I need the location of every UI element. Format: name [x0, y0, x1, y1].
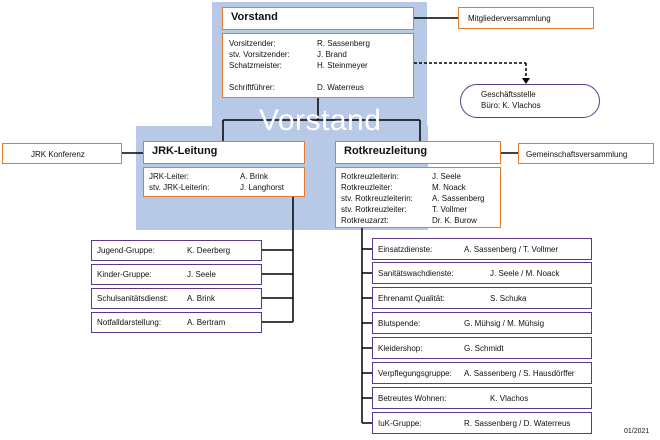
- jrk-konferenz-box: JRK Konferenz: [2, 143, 122, 164]
- rk-group-box: Ehrenamt Qualität: S. Schuka: [372, 287, 592, 309]
- rk-group-value: A. Sassenberg / T. Vollmer: [464, 245, 559, 254]
- rotkreuzleitung-title: Rotkreuzleitung: [344, 145, 428, 157]
- jrk-group-label: Schulsanitätsdienst:: [97, 294, 169, 303]
- rk-group-label: Kleidershop:: [378, 344, 423, 353]
- rk-group-box: Blutspende: G. Mühsig / M. Mühsig: [372, 312, 592, 334]
- rotkreuzleitung-members-box: Rotkreuzleiterin: J. Seele Rotkreuzleite…: [335, 167, 501, 228]
- jrk-group-value: J. Seele: [187, 270, 216, 279]
- jrk-role: stv. JRK-Leiterin:: [149, 183, 210, 192]
- vorstand-name: H. Steinmeyer: [317, 61, 368, 70]
- jrk-group-value: A. Brink: [187, 294, 216, 303]
- rk-group-label: Verpflegungsgruppe:: [378, 369, 452, 378]
- rk-name: J. Seele: [432, 172, 461, 181]
- vorstand-title-box: Vorstand: [222, 7, 414, 30]
- jrk-group-box: Jugend-Gruppe: K. Deerberg: [91, 240, 262, 261]
- jrk-group-box: Notfalldarstellung: A. Bertram: [91, 312, 262, 333]
- rk-role: Rotkreuzleiterin:: [341, 172, 399, 181]
- vorstand-name: J. Brand: [317, 50, 347, 59]
- geschaeftsstelle-line2: Büro: K. Vlachos: [481, 101, 541, 110]
- vorstand-name: D. Waterreus: [317, 83, 364, 92]
- mitgliederversammlung-label: Mitgliederversammlung: [468, 14, 551, 23]
- vorstand-title: Vorstand: [231, 11, 278, 23]
- rk-group-value: S. Schuka: [490, 294, 527, 303]
- rk-name: T. Vollmer: [432, 205, 468, 214]
- vorstand-watermark: Vorstand: [259, 104, 382, 137]
- rk-group-value: G. Mühsig / M. Mühsig: [464, 319, 545, 328]
- rk-group-box: Kleidershop: G. Schmidt: [372, 337, 592, 359]
- rk-name: Dr. K. Burow: [432, 216, 477, 225]
- rk-group-value: K. Vlachos: [490, 394, 529, 403]
- rk-group-label: IuK-Gruppe:: [378, 419, 422, 428]
- rk-role: stv. Rotkreuzleiter:: [341, 205, 407, 214]
- rotkreuzleitung-title-box: Rotkreuzleitung: [335, 141, 501, 164]
- vorstand-role: stv. Vorsitzender:: [229, 50, 290, 59]
- jrk-group-label: Notfalldarstellung:: [97, 318, 162, 327]
- rk-group-box: IuK-Gruppe: R. Sassenberg / D. Waterreus: [372, 412, 592, 434]
- geschaeftsstelle-box: Geschäftsstelle Büro: K. Vlachos: [460, 84, 600, 118]
- rk-group-label: Ehrenamt Qualität:: [378, 294, 445, 303]
- rk-group-value: A. Sassenberg / S. Hausdörffer: [464, 369, 575, 378]
- gemeinschaftsversammlung-box: Gemeinschaftsversammlung: [518, 143, 654, 164]
- rk-group-value: R. Sassenberg / D. Waterreus: [464, 419, 571, 428]
- vorstand-role: Schatzmeister:: [229, 61, 282, 70]
- rk-name: A. Sassenberg: [432, 194, 485, 203]
- rk-group-label: Betreutes Wohnen:: [378, 394, 447, 403]
- rk-group-box: Einsatzdienste: A. Sassenberg / T. Vollm…: [372, 238, 592, 260]
- vorstand-role: Schriftführer:: [229, 83, 275, 92]
- rk-name: M. Noack: [432, 183, 466, 192]
- jrk-leitung-title-box: JRK-Leitung: [143, 141, 305, 164]
- jrk-leitung-title: JRK-Leitung: [152, 145, 218, 157]
- rk-group-value: J. Seele / M. Noack: [490, 269, 560, 278]
- jrk-group-box: Kinder-Gruppe: J. Seele: [91, 264, 262, 285]
- jrk-group-value: A. Bertram: [187, 318, 226, 327]
- jrk-group-box: Schulsanitätsdienst: A. Brink: [91, 288, 262, 309]
- date-stamp: 01/2021: [624, 428, 650, 435]
- rk-group-label: Blutspende:: [378, 319, 421, 328]
- vorstand-members-box: Vorsitzender: R. Sassenberg stv. Vorsitz…: [222, 33, 414, 98]
- rk-role: stv. Rotkreuzleiterin:: [341, 194, 413, 203]
- rk-group-box: Sanitätswachdienste: J. Seele / M. Noack: [372, 262, 592, 284]
- gemeinschaftsversammlung-label: Gemeinschaftsversammlung: [526, 150, 628, 159]
- vorstand-role: Vorsitzender:: [229, 39, 276, 48]
- rk-group-label: Sanitätswachdienste:: [378, 269, 454, 278]
- jrk-konferenz-label: JRK Konferenz: [31, 150, 85, 159]
- jrk-group-label: Jugend-Gruppe:: [97, 246, 155, 255]
- vorstand-name: R. Sassenberg: [317, 39, 370, 48]
- rk-role: Rotkreuzarzt:: [341, 216, 389, 225]
- rk-group-box: Verpflegungsgruppe: A. Sassenberg / S. H…: [372, 362, 592, 384]
- geschaeftsstelle-line1: Geschäftsstelle: [481, 90, 536, 99]
- mitgliederversammlung-box: Mitgliederversammlung: [458, 7, 594, 29]
- rk-role: Rotkreuzleiter:: [341, 183, 393, 192]
- rk-group-box: Betreutes Wohnen: K. Vlachos: [372, 387, 592, 409]
- jrk-name: A. Brink: [240, 172, 269, 181]
- jrk-name: J. Langhorst: [240, 183, 285, 192]
- rk-group-value: G. Schmidt: [464, 344, 504, 353]
- rk-group-label: Einsatzdienste:: [378, 245, 433, 254]
- jrk-role: JRK-Leiter:: [149, 172, 190, 181]
- jrk-leitung-members-box: JRK-Leiter: A. Brink stv. JRK-Leiterin: …: [143, 167, 305, 197]
- jrk-group-value: K. Deerberg: [187, 246, 231, 255]
- jrk-group-label: Kinder-Gruppe:: [97, 270, 152, 279]
